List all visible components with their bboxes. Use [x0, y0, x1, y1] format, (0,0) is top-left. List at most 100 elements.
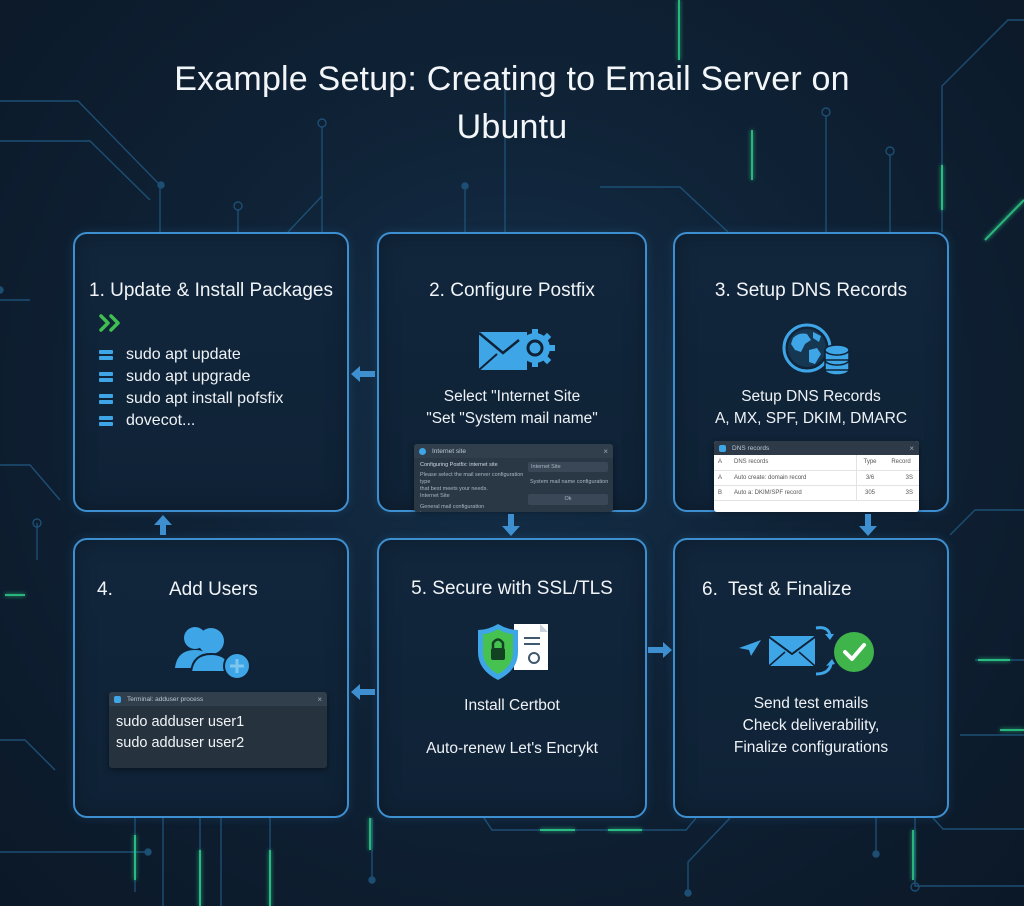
command-item: sudo apt upgrade [99, 366, 283, 388]
arrow-down-icon [859, 514, 877, 536]
step-title: 1. Update & Install Packages [89, 280, 333, 301]
check-circle-icon [834, 632, 874, 672]
step-title: 6. Test & Finalize [702, 579, 852, 600]
step-card-add-users: 4. Add Users Terminal: adduser process ×… [73, 538, 349, 818]
dialog-titlebar: DNS records × [714, 441, 919, 455]
globe-database-icon [782, 323, 850, 376]
page-title-line-1: Example Setup: Creating to Email Server … [174, 60, 850, 98]
postfix-config-dialog: Internet site × Configuring Postfix: int… [414, 444, 613, 512]
column-header: Record [891, 459, 911, 466]
double-chevron-right-icon [99, 314, 120, 332]
step-card-update-install: 1. Update & Install Packages sudo apt up… [73, 232, 349, 512]
step-title: 2. Configure Postfix [429, 280, 595, 301]
dns-records-dialog: DNS records × A DNS records Type Record … [714, 441, 919, 512]
list-bullet-icon [99, 393, 113, 405]
list-bullet-icon [99, 349, 113, 361]
command-text: sudo apt update [126, 346, 241, 363]
command-text: sudo apt install pofsfix [126, 390, 284, 407]
command-item: dovecot... [99, 410, 283, 432]
close-icon[interactable]: × [317, 694, 322, 704]
column-header: A [718, 459, 723, 466]
dialog-body: Configuring Postfix: internet site Pleas… [420, 462, 528, 512]
table-cell: 305 [856, 485, 883, 500]
envelope-gear-icon [478, 329, 555, 371]
step-title: Add Users [169, 579, 258, 600]
dialog-footer-line: type [420, 511, 528, 512]
dialog-titlebar: Internet site × [414, 444, 613, 458]
table-cell: 3S [905, 474, 913, 481]
command-text: dovecot... [126, 412, 196, 429]
column-header: DNS records [734, 459, 769, 466]
dialog-body-line: that best meets your needs. [420, 486, 488, 492]
command-item: sudo apt update [99, 344, 283, 366]
table-cell: A [718, 474, 723, 481]
dialog-body-line: Internet Site [420, 493, 450, 499]
step-card-dns-records: 3. Setup DNS Records Setup DNS Records A… [673, 232, 949, 512]
page-title-line-2: Ubuntu [456, 108, 568, 146]
table-row: B Auto a: DKIM/SPF record 305 3S [714, 485, 919, 500]
app-icon [719, 444, 726, 452]
step-description-2: Auto-renew Let's Encrykt [426, 740, 598, 757]
description-line: A, MX, SPF, DKIM, DMARC [714, 410, 908, 427]
step-description-1: Install Certbot [464, 697, 560, 714]
step-card-configure-postfix: 2. Configure Postfix Select "Internet Si… [377, 232, 647, 512]
table-cell: Auto a: DKIM/SPF record [734, 489, 802, 496]
terminal-line: sudo adduser user1 [116, 714, 245, 730]
description-line: Send test emails [753, 695, 869, 712]
table-row: A Auto create: domain record 3/6 3S [714, 470, 919, 485]
arrow-right-icon [648, 642, 672, 658]
step-title: 3. Setup DNS Records [714, 280, 908, 301]
step-description: Select "Internet Site "Set "System mail … [379, 386, 645, 430]
dialog-title: DNS records [732, 444, 770, 452]
step-number: 4. [97, 579, 113, 600]
command-item: sudo apt install pofsfix [99, 388, 283, 410]
add-users-icon [175, 627, 251, 680]
table-cell: Auto create: domain record [734, 474, 807, 481]
mail-type-select[interactable]: Internet Site [528, 462, 608, 472]
field-hint: System mail name configuration [530, 479, 609, 485]
arrow-left-icon [351, 684, 375, 700]
arrow-up-icon [154, 515, 172, 535]
terminal-line: sudo adduser user2 [116, 735, 245, 751]
step-description: Setup DNS Records A, MX, SPF, DKIM, DMAR… [675, 386, 947, 430]
table-header-row: A DNS records Type Record [714, 455, 919, 470]
column-header: Type [856, 455, 883, 470]
dialog-prompt: Configuring Postfix: internet site [420, 462, 498, 468]
table-cell: 3S [905, 489, 913, 496]
terminal-output: sudo adduser user1 sudo adduser user2 [109, 706, 327, 760]
close-icon[interactable]: × [909, 443, 914, 453]
table-cell: B [718, 489, 723, 496]
list-bullet-icon [99, 415, 113, 427]
dialog-titlebar: Terminal: adduser process × [109, 692, 327, 706]
command-list: sudo apt update sudo apt upgrade sudo ap… [99, 344, 283, 432]
description-line: Check deliverability, [742, 717, 880, 734]
dialog-title: Internet site [432, 447, 466, 455]
step-card-ssl-tls: 5. Secure with SSL/TLS Install Certbot A… [377, 538, 647, 818]
arrow-left-icon [351, 366, 375, 382]
command-text: sudo apt upgrade [126, 368, 251, 385]
shield-lock-certificate-icon [478, 624, 548, 680]
dialog-title: Terminal: adduser process [127, 695, 204, 703]
list-bullet-icon [99, 371, 113, 383]
description-line: Setup DNS Records [741, 388, 881, 405]
arrow-down-icon [502, 514, 520, 536]
dialog-body-line: Please select the mail server configurat… [420, 472, 524, 485]
terminal-dialog: Terminal: adduser process × sudo adduser… [109, 692, 327, 768]
circuit-glow [5, 0, 1024, 906]
dialog-footer-line: General mail configuration [420, 504, 485, 510]
ok-button[interactable]: Ok [528, 494, 608, 505]
description-line: "Set "System mail name" [426, 410, 598, 427]
table-cell: 3/6 [856, 470, 883, 485]
page-title: Example Setup: Creating to Email Server … [0, 55, 1024, 151]
app-icon [419, 447, 426, 455]
envelope-icon [769, 636, 815, 666]
paper-plane-icon [739, 640, 761, 656]
close-icon[interactable]: × [603, 446, 608, 456]
description-line: Finalize configurations [733, 739, 889, 756]
terminal-icon [114, 695, 121, 703]
send-email-check-icon [739, 626, 874, 676]
step-title: 5. Secure with SSL/TLS [411, 578, 613, 599]
description-line: Select "Internet Site [443, 388, 581, 405]
circuit-lines [0, 19, 1024, 906]
